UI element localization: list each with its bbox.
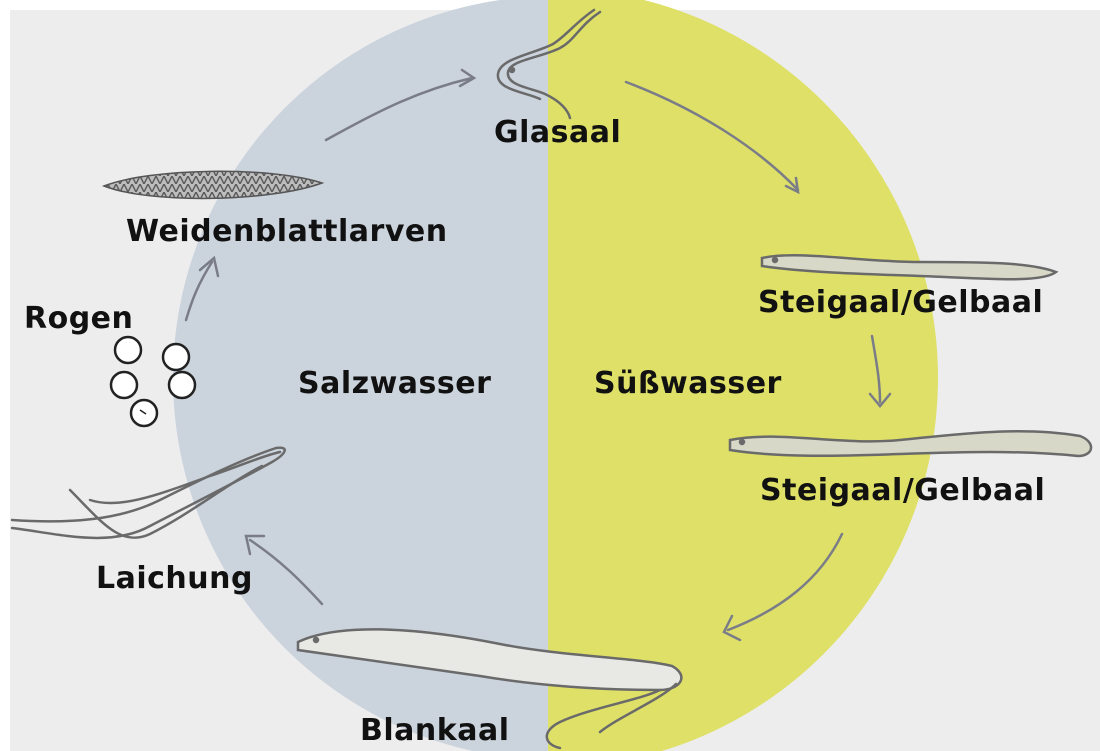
label-salt-water: Salzwasser: [298, 366, 491, 401]
label-leaf-larva: Weidenblattlarven: [126, 214, 448, 249]
label-glass-eel: Glasaal: [494, 115, 621, 150]
label-silver-eel: Blankaal: [360, 713, 509, 748]
label-yellow-eel-1: Steigaal/Gelbaal: [758, 285, 1043, 320]
label-spawning: Laichung: [96, 561, 253, 596]
label-yellow-eel-2: Steigaal/Gelbaal: [760, 473, 1045, 508]
label-fresh-water: Süßwasser: [594, 366, 782, 401]
label-roe: Rogen: [24, 301, 133, 336]
